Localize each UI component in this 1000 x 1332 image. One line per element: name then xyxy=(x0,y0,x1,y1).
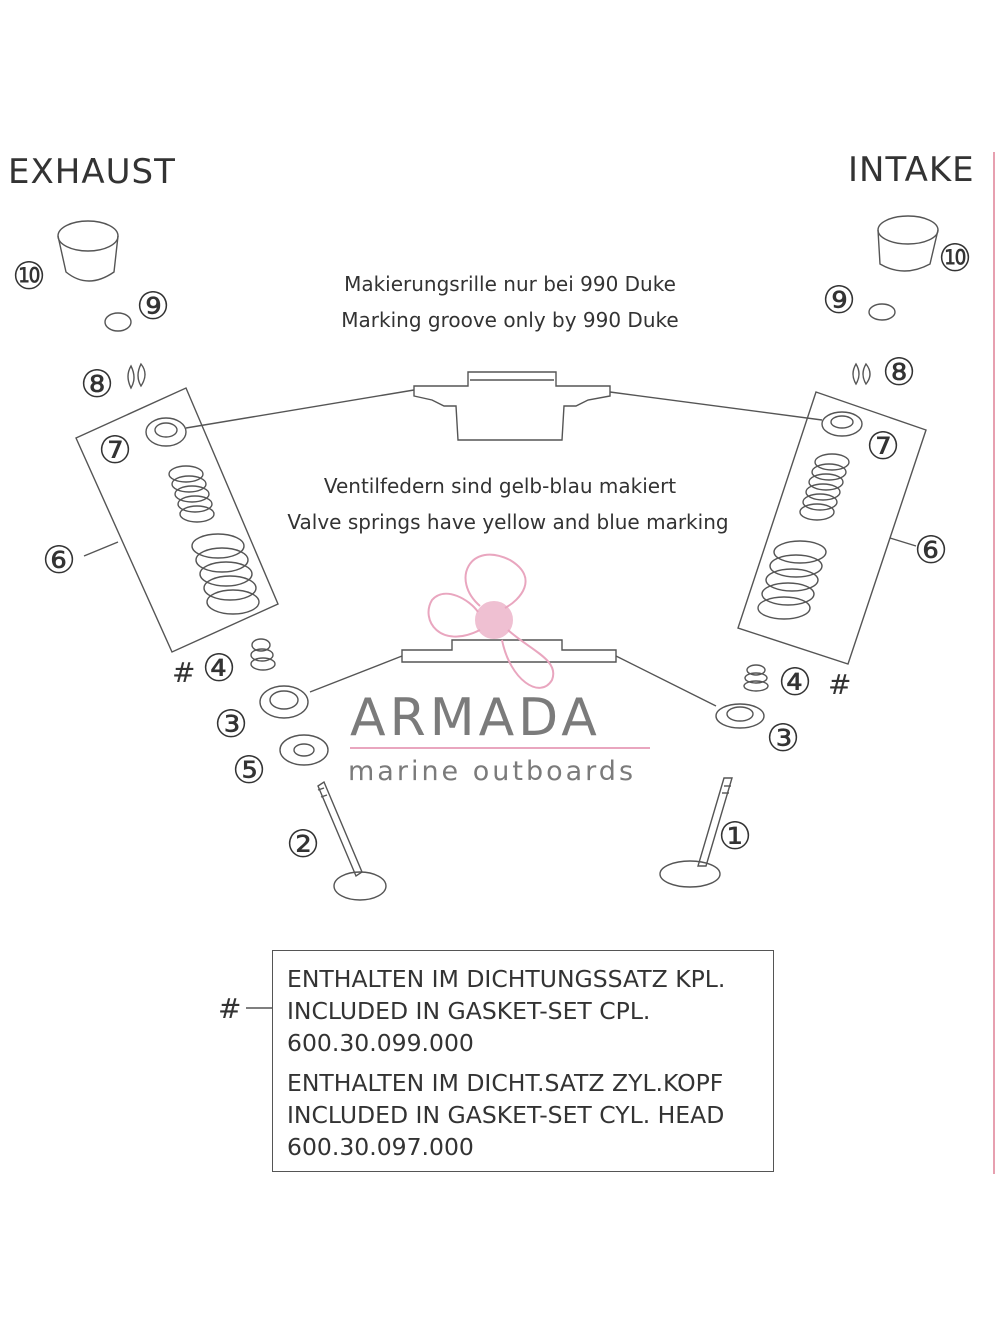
marking-note-en: Marking groove only by 990 Duke xyxy=(341,308,679,332)
exhaust-title: EXHAUST xyxy=(8,152,176,192)
callout-intake-8: ⑧ xyxy=(882,350,917,394)
hash-exhaust-4: # xyxy=(172,656,196,689)
intake-valve-keepers xyxy=(852,362,871,386)
intake-valve xyxy=(659,777,733,888)
intake-outer-spring xyxy=(757,540,827,620)
springs-note-en: Valve springs have yellow and blue marki… xyxy=(287,510,729,534)
legend-hash-marker: # xyxy=(218,992,242,1025)
armada-propeller-logo xyxy=(427,553,555,689)
intake-inner-spring xyxy=(799,453,850,521)
exhaust-shim xyxy=(104,312,132,332)
callout-intake-9: ⑨ xyxy=(822,278,857,322)
legend-part-number: 600.30.099.000 xyxy=(287,1029,474,1057)
legend-line: ENTHALTEN IM DICHT.SATZ ZYL.KOPF xyxy=(287,1069,724,1097)
exhaust-bucket-tappet xyxy=(57,220,119,282)
callout-exhaust-3: ③ xyxy=(214,702,249,746)
exhaust-valve xyxy=(317,780,387,901)
exhaust-valve-keepers xyxy=(127,362,146,390)
armada-logo-subtitle: marine outboards xyxy=(348,756,637,787)
callout-exhaust-4: ④ xyxy=(202,646,237,690)
intake-bucket-tappet xyxy=(877,215,939,272)
exhaust-outer-spring xyxy=(191,533,260,615)
intake-valve-stem-seal xyxy=(743,664,769,692)
armada-logo-wordmark: ARMADA xyxy=(350,688,601,748)
callout-exhaust-2: ② xyxy=(286,822,321,866)
callout-intake-6: ⑥ xyxy=(914,528,949,572)
leader-line xyxy=(83,541,119,557)
exhaust-valve-stem-seal xyxy=(250,638,276,671)
leader-line xyxy=(309,655,403,693)
legend-line: INCLUDED IN GASKET-SET CYL. HEAD xyxy=(287,1101,725,1129)
exhaust-spring-seat xyxy=(259,685,309,719)
gasket-set-legend: ENTHALTEN IM DICHTUNGSSATZ KPL. INCLUDED… xyxy=(272,950,774,1172)
callout-exhaust-7: ⑦ xyxy=(98,428,133,472)
leader-line xyxy=(615,655,717,707)
callout-intake-10: ⑩ xyxy=(938,236,973,280)
callout-intake-4: ④ xyxy=(778,660,813,704)
intake-shim xyxy=(868,303,896,321)
callout-exhaust-5: ⑤ xyxy=(232,748,267,792)
callout-exhaust-6: ⑥ xyxy=(42,538,77,582)
exhaust-spring-retainer xyxy=(145,417,187,447)
spring-seat-gauge xyxy=(401,639,617,663)
legend-line: INCLUDED IN GASKET-SET CPL. xyxy=(287,997,651,1025)
leader-line xyxy=(185,389,415,429)
springs-note-de: Ventilfedern sind gelb-blau makiert xyxy=(323,474,677,498)
intake-spring-seat xyxy=(715,703,765,729)
legend-line: ENTHALTEN IM DICHTUNGSSATZ KPL. xyxy=(287,965,726,993)
callout-intake-1: ① xyxy=(718,814,753,858)
callout-intake-3: ③ xyxy=(766,716,801,760)
exhaust-spring-group-box xyxy=(75,387,279,653)
marking-groove-gauge xyxy=(413,371,611,441)
callout-exhaust-9: ⑨ xyxy=(136,284,171,328)
page-edge-rule xyxy=(993,152,995,1174)
callout-exhaust-10: ⑩ xyxy=(12,254,47,298)
intake-title: INTAKE xyxy=(848,150,975,190)
marking-note-de: Makierungsrille nur bei 990 Duke xyxy=(344,272,676,296)
exhaust-washer xyxy=(279,734,329,766)
callout-exhaust-8: ⑧ xyxy=(80,362,115,406)
legend-part-number: 600.30.097.000 xyxy=(287,1133,474,1161)
leader-line xyxy=(889,537,917,547)
exhaust-inner-spring xyxy=(168,465,215,523)
intake-spring-retainer xyxy=(821,411,863,437)
leader-line xyxy=(609,391,823,421)
hash-intake-4: # xyxy=(828,668,852,701)
callout-intake-7: ⑦ xyxy=(866,424,901,468)
intake-spring-group-box xyxy=(737,391,927,665)
